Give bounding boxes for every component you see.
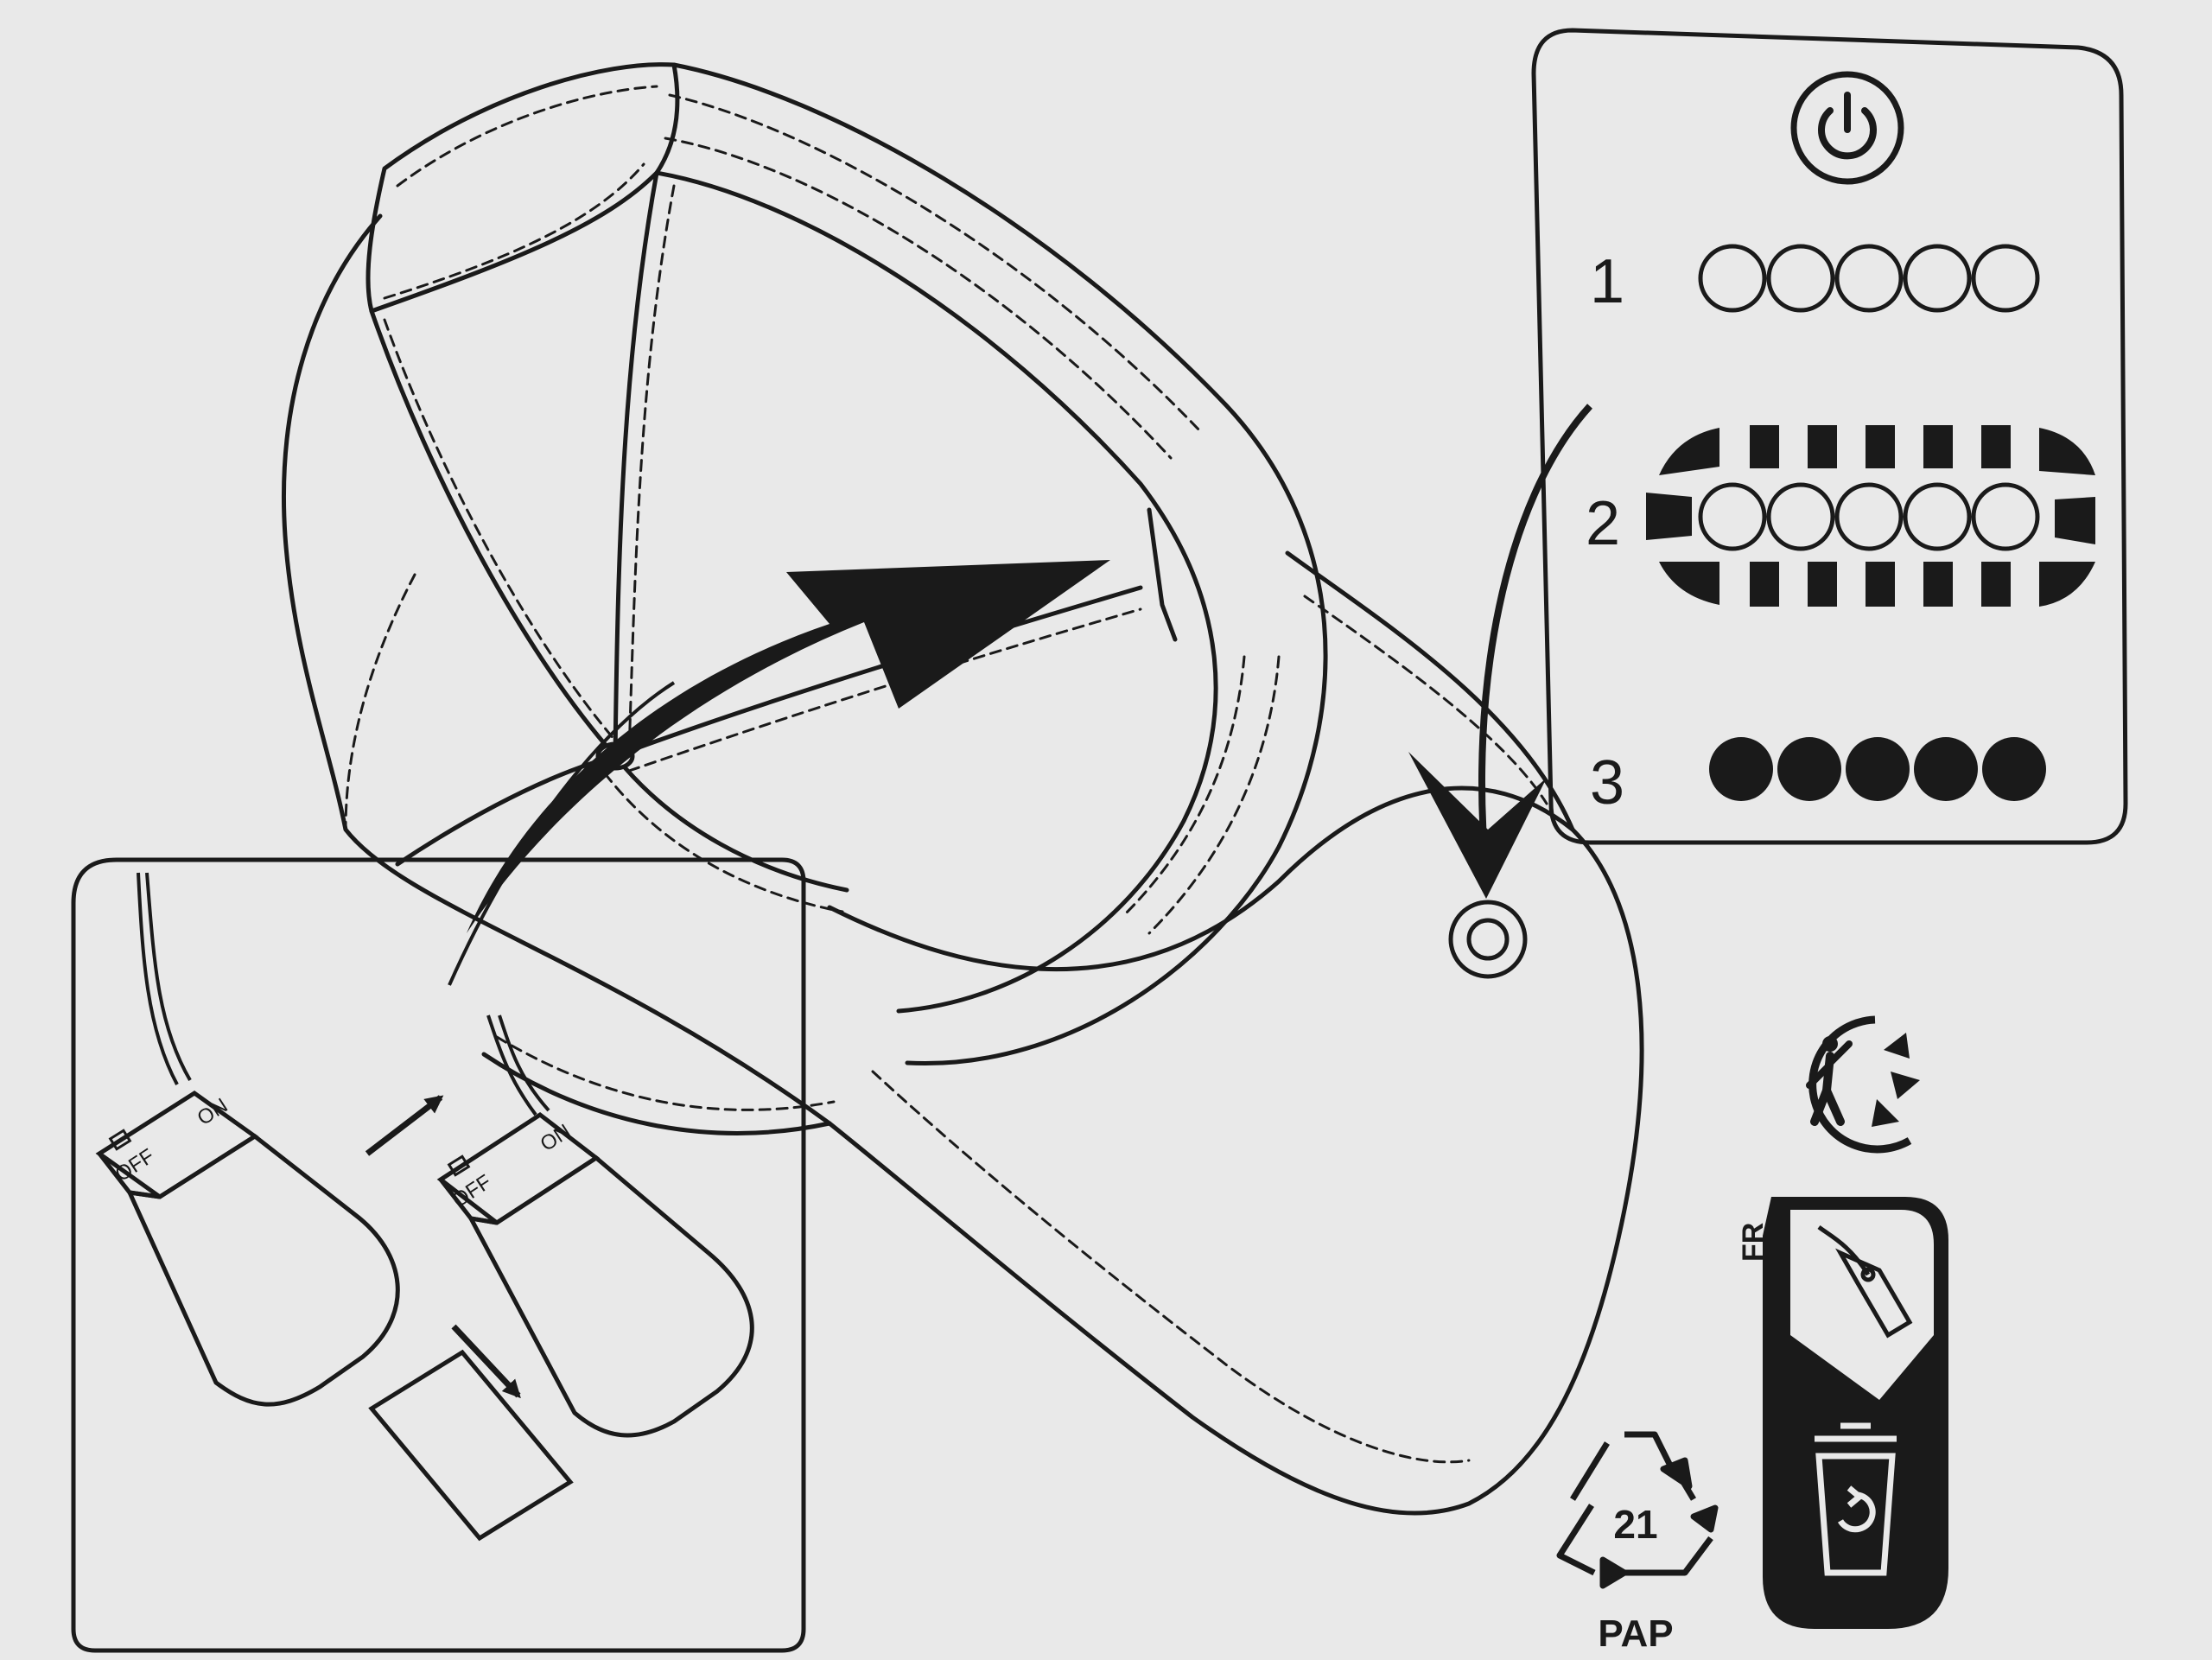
switch-on-arrow — [365, 1095, 444, 1156]
battery-box-left-body — [125, 1133, 400, 1407]
cap-illustration — [281, 62, 1644, 1516]
recycling-bin-icon — [1815, 1422, 1897, 1576]
mode-2-flash-rays — [1646, 425, 2095, 607]
cap-crown-outline — [281, 213, 832, 1126]
mode-2-leds — [1698, 482, 2040, 551]
paper-recycling-code: 21 PAP — [1556, 1431, 1719, 1655]
panel-seam-2 — [613, 170, 659, 759]
pointer-arrow-head — [1408, 752, 1547, 899]
recycling-triangle-icon — [1556, 1431, 1719, 1589]
cap-lower-rim — [481, 1052, 832, 1135]
info-tri-country: FR — [1737, 1223, 1770, 1262]
modes-panel-frame — [1531, 28, 2128, 845]
paper-code-label: PAP — [1598, 1612, 1673, 1655]
battery-box-left: OFF ON — [95, 1090, 400, 1407]
brim-power-button — [1448, 900, 1528, 979]
cap-rim-outer — [671, 62, 1328, 1066]
switch-knob-left — [108, 1129, 132, 1151]
paper-code-number: 21 — [1613, 1502, 1657, 1547]
power-icon — [1790, 71, 1904, 185]
modes-panel: 1 2 — [1531, 28, 2128, 845]
battery-panel: OFF ON OFF ON — [71, 857, 806, 1653]
cap-brim — [827, 785, 1644, 1516]
brim-edge — [1285, 550, 1575, 832]
info-tri-upper — [1790, 1210, 1934, 1400]
switch-knob-right — [447, 1154, 471, 1177]
panel-seam-1 — [369, 308, 618, 759]
mode-1-leds-off — [1698, 244, 2040, 313]
panel-seam-3 — [613, 585, 1143, 759]
insert-arrow — [467, 560, 1110, 933]
pull-tab-arrow — [451, 1324, 521, 1399]
battery-panel-frame — [71, 857, 806, 1653]
battery-box-right: OFF ON — [436, 1111, 754, 1438]
panel-seam-4 — [613, 754, 849, 893]
cap-rim-inner — [654, 170, 1218, 1014]
info-tri-logo: FR — [1737, 1197, 1948, 1629]
triman-icon — [1806, 1015, 1920, 1154]
mode-3-leds-on — [1709, 737, 2046, 801]
pointer-arrow-line — [1478, 404, 1592, 874]
mode-1-number: 1 — [1590, 247, 1624, 316]
tag-icon — [1817, 1225, 1913, 1339]
pull-tab-strip — [368, 1349, 574, 1542]
mode-2-number: 2 — [1586, 489, 1620, 558]
battery-box-right-body — [467, 1154, 754, 1438]
mode-3-number: 3 — [1590, 748, 1624, 817]
